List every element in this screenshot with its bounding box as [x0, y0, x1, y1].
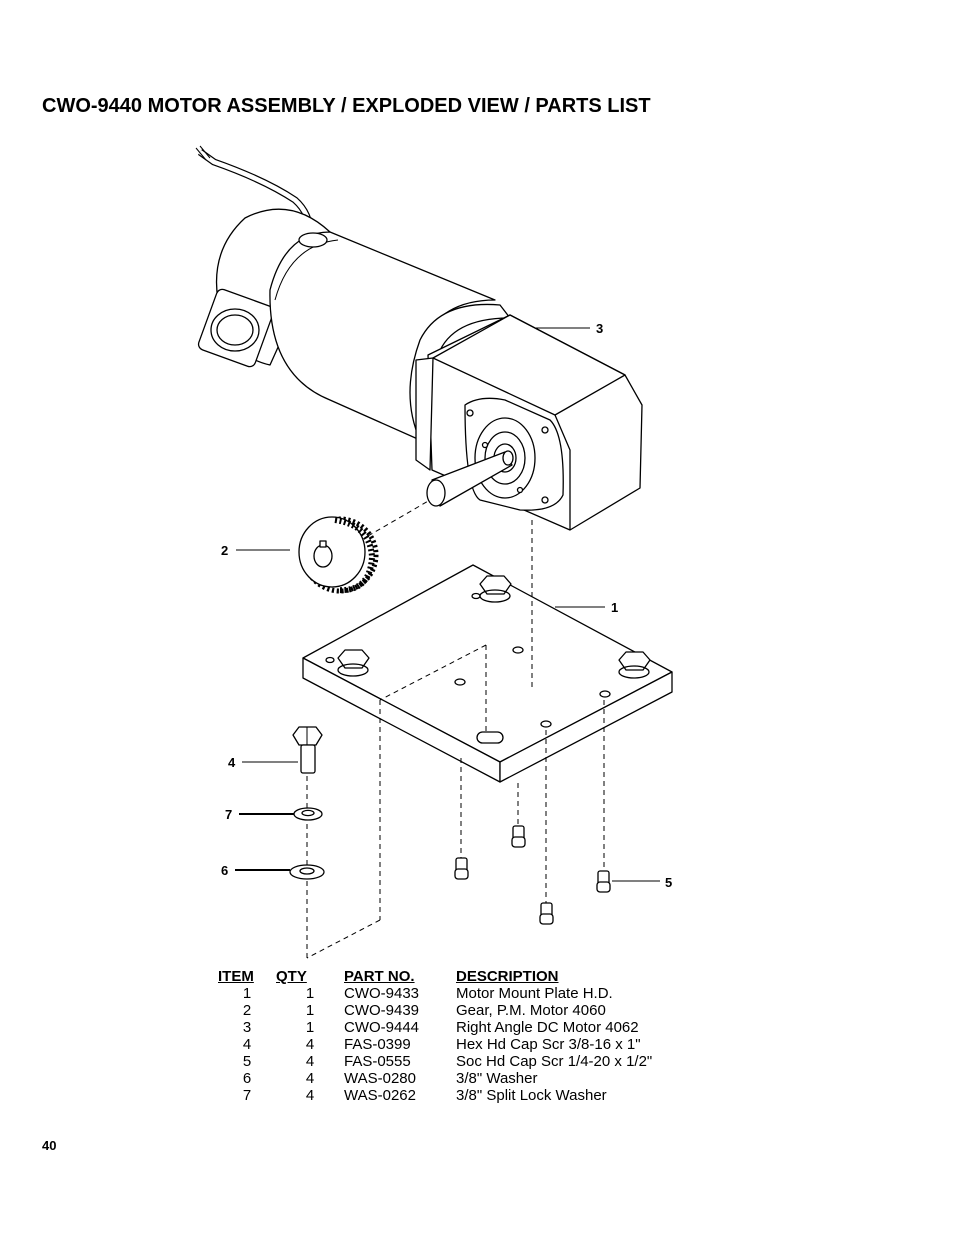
cell-part-no: WAS-0280 — [344, 1070, 416, 1087]
header-qty: QTY — [276, 968, 307, 985]
cell-item: 6 — [242, 1070, 252, 1087]
cell-part-no: WAS-0262 — [344, 1087, 416, 1104]
callout-6: 6 — [221, 863, 228, 878]
cell-description: 3/8" Split Lock Washer — [456, 1087, 607, 1104]
table-row: 7 4 WAS-0262 3/8" Split Lock Washer — [218, 1087, 696, 1104]
cell-part-no: CWO-9433 — [344, 985, 420, 1002]
table-row: 1 1 CWO-9433 Motor Mount Plate H.D. — [218, 985, 696, 1002]
table-row: 6 4 WAS-0280 3/8" Washer — [218, 1070, 696, 1087]
parts-header-row: ITEM QTY PART NO. DESCRIPTION — [218, 968, 696, 985]
cell-description: Gear, P.M. Motor 4060 — [456, 1002, 606, 1019]
cell-qty: 1 — [305, 1002, 315, 1019]
motor-mount-plate — [302, 564, 673, 783]
cell-item: 3 — [242, 1019, 252, 1036]
callout-1: 1 — [611, 600, 618, 615]
right-angle-motor — [195, 145, 643, 531]
cell-qty: 1 — [305, 985, 315, 1002]
cell-item: 1 — [242, 985, 252, 1002]
header-part-no: PART NO. — [344, 968, 415, 985]
callout-7: 7 — [225, 807, 232, 822]
cell-description: Hex Hd Cap Scr 3/8-16 x 1" — [456, 1036, 641, 1053]
table-row: 4 4 FAS-0399 Hex Hd Cap Scr 3/8-16 x 1" — [218, 1036, 696, 1053]
hex-cap-screw — [292, 726, 323, 774]
cell-qty: 1 — [305, 1019, 315, 1036]
cell-item: 2 — [242, 1002, 252, 1019]
callout-2: 2 — [221, 543, 228, 558]
socket-cap-screws — [454, 825, 611, 925]
callout-3: 3 — [596, 321, 603, 336]
leader-lines — [235, 327, 660, 882]
split-lock-washer — [293, 807, 323, 821]
cell-qty: 4 — [305, 1053, 315, 1070]
cell-qty: 4 — [305, 1036, 315, 1053]
cell-item: 7 — [242, 1087, 252, 1104]
table-row: 2 1 CWO-9439 Gear, P.M. Motor 4060 — [218, 1002, 696, 1019]
parts-list-table: ITEM QTY PART NO. DESCRIPTION 1 1 CWO-94… — [218, 968, 696, 1104]
gear — [298, 516, 379, 594]
cell-description: Right Angle DC Motor 4062 — [456, 1019, 639, 1036]
cell-qty: 4 — [305, 1087, 315, 1104]
cell-part-no: FAS-0399 — [344, 1036, 411, 1053]
page-title: CWO-9440 MOTOR ASSEMBLY / EXPLODED VIEW … — [42, 95, 651, 117]
callout-4: 4 — [228, 755, 236, 770]
table-row: 3 1 CWO-9444 Right Angle DC Motor 4062 — [218, 1019, 696, 1036]
cell-part-no: CWO-9439 — [344, 1002, 420, 1019]
header-item: ITEM — [218, 968, 254, 985]
cell-part-no: CWO-9444 — [344, 1019, 420, 1036]
cell-description: 3/8" Washer — [456, 1070, 538, 1087]
cell-qty: 4 — [305, 1070, 315, 1087]
cell-item: 5 — [242, 1053, 252, 1070]
table-row: 5 4 FAS-0555 Soc Hd Cap Scr 1/4-20 x 1/2… — [218, 1053, 696, 1070]
cell-description: Soc Hd Cap Scr 1/4-20 x 1/2" — [456, 1053, 653, 1070]
cell-description: Motor Mount Plate H.D. — [456, 985, 613, 1002]
assembly-lines — [306, 499, 605, 959]
callout-5: 5 — [665, 875, 672, 890]
flat-washer — [289, 864, 325, 880]
header-description: DESCRIPTION — [456, 968, 559, 985]
cell-part-no: FAS-0555 — [344, 1053, 411, 1070]
page-number: 40 — [42, 1138, 57, 1153]
cell-item: 4 — [242, 1036, 252, 1053]
